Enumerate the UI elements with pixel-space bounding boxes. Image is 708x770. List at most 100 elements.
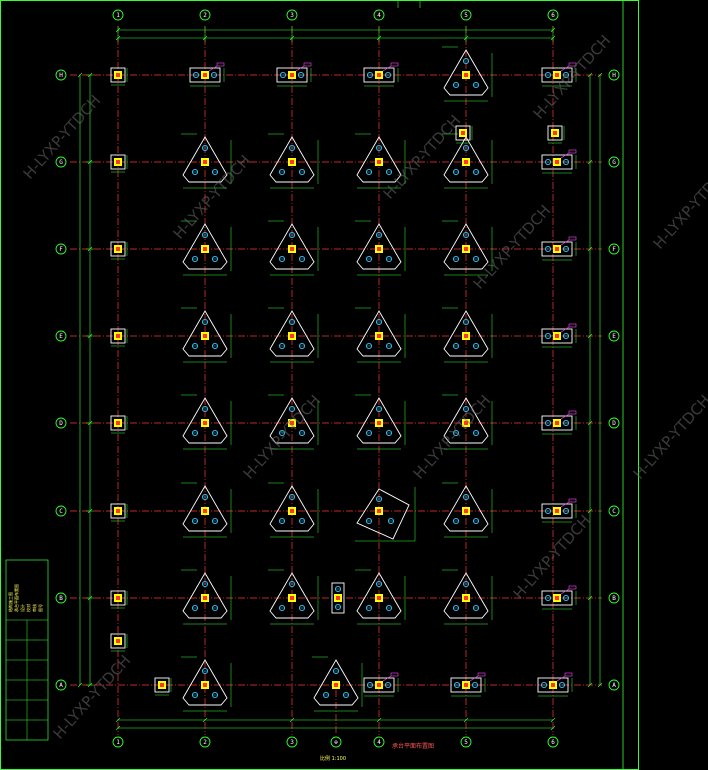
axis-bubble-circle — [608, 69, 620, 81]
watermark-text: H-LYXP-YTDCH — [410, 391, 495, 482]
axis-bubble-bottom-2: 2 — [199, 736, 211, 748]
axis-bubble-label: 4 — [377, 12, 381, 19]
pile-cap-rectangular — [450, 672, 486, 697]
pile — [462, 57, 470, 65]
cap-tag-leader — [560, 326, 570, 333]
pile — [365, 168, 373, 176]
axis-bubble-circle — [55, 330, 67, 342]
column-core — [377, 421, 381, 425]
pile — [472, 81, 480, 89]
dim-right-spans-tick — [587, 682, 593, 688]
pile — [332, 667, 340, 675]
column-core — [377, 334, 381, 338]
axis-bubble-top-6: 6 — [547, 9, 559, 21]
axis-bubble-left-G: G — [55, 156, 67, 168]
pile — [211, 429, 219, 437]
pile-caps — [110, 46, 577, 712]
dim-right-spans-tick — [587, 72, 593, 78]
pile — [452, 604, 460, 612]
pile — [278, 517, 286, 525]
pile — [211, 604, 219, 612]
axis-bubble-circle — [55, 505, 67, 517]
axis-bubble-label: G — [59, 159, 63, 166]
pile — [540, 681, 548, 689]
pile-cap-triangular — [268, 394, 319, 450]
cap-outline — [331, 582, 345, 614]
axis-bubble-circle — [547, 9, 559, 21]
cap-outline — [110, 590, 126, 606]
pile-cap-rectangular — [541, 62, 577, 87]
column-core — [116, 509, 120, 513]
pile — [288, 405, 296, 413]
pile-cap-triangular — [442, 569, 493, 625]
column-core — [290, 160, 294, 164]
dim-right-spans-tick — [587, 333, 593, 339]
pile — [201, 231, 209, 239]
axis-bubble-label: A — [612, 682, 616, 689]
dim-bottom-spans-tick — [376, 717, 382, 723]
cap-outline — [541, 503, 573, 519]
column-core — [116, 334, 120, 338]
pile — [462, 231, 470, 239]
dim-bottom-spans-tick — [202, 717, 208, 723]
title-block-text: 审核 — [31, 604, 37, 612]
pile — [375, 144, 383, 152]
cap-tag — [568, 498, 577, 503]
dim-bottom-spans-tick — [289, 717, 295, 723]
cap-outline — [541, 67, 573, 83]
pile — [201, 493, 209, 501]
cap-tag-leader — [469, 675, 479, 682]
axis-bubble-circle — [460, 736, 472, 748]
pile — [298, 517, 306, 525]
axis-bubble-label: D — [59, 420, 63, 427]
pile — [562, 332, 570, 340]
column-core — [553, 131, 557, 135]
column-core — [116, 73, 120, 77]
axis-bubble-circle — [373, 736, 385, 748]
pile-cap-rectangular — [541, 236, 577, 261]
pile-cap-single — [547, 125, 565, 144]
pile-cap-triangular — [268, 133, 319, 189]
axis-bubble-top-3: 3 — [286, 9, 298, 21]
pile-cap-single — [110, 633, 128, 652]
cap-outline — [269, 310, 315, 357]
pile — [558, 681, 566, 689]
watermark-text: H-LYXP-YTDCH — [170, 151, 255, 242]
pile — [278, 429, 286, 437]
dim-bottom-spans-tick — [115, 717, 121, 723]
pile-cap-triangular — [181, 656, 232, 712]
cap-tag — [477, 672, 486, 677]
column-core — [377, 73, 381, 77]
pile-cap-rectangular — [541, 585, 577, 610]
cap-outline — [356, 223, 402, 270]
pile — [192, 71, 200, 79]
pile — [472, 342, 480, 350]
axis-bubble-left-C: C — [55, 505, 67, 517]
pile-cap-single — [110, 154, 128, 173]
axis-bubble-circle — [55, 243, 67, 255]
pile — [544, 594, 552, 602]
pile — [385, 342, 393, 350]
pile-cap-triangular — [312, 656, 363, 712]
column-core — [555, 596, 559, 600]
drawing-title: 承台平面布置图 — [392, 742, 434, 750]
pile-cap-triangular — [355, 133, 406, 189]
axis-bubble-bottom-5: 5 — [460, 736, 472, 748]
column-core — [377, 596, 381, 600]
pile — [201, 144, 209, 152]
axis-bubble-label: D — [612, 420, 616, 427]
column-core — [464, 509, 468, 513]
pile — [366, 71, 374, 79]
cap-tag-leader — [560, 413, 570, 420]
cap-outline — [269, 223, 315, 270]
pile — [453, 681, 461, 689]
cap-outline — [276, 67, 308, 83]
column-core — [203, 509, 207, 513]
watermark-text: H-LYXP-YTDCH — [240, 391, 325, 482]
column-core — [555, 421, 559, 425]
pile — [384, 681, 392, 689]
pile — [201, 405, 209, 413]
pile-cap-rectangular — [537, 672, 573, 697]
pile — [387, 517, 395, 525]
pile — [278, 255, 286, 263]
